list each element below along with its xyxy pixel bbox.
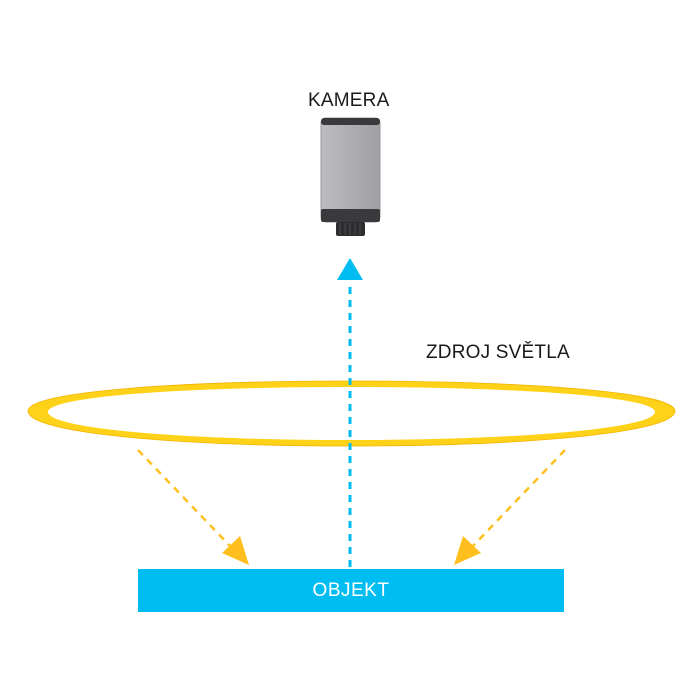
camera-label: KAMERA (308, 90, 390, 111)
light-source-label: ZDROJ SVĚTLA (426, 342, 570, 363)
light-ray-right (454, 449, 566, 565)
object-label: OBJEKT (312, 580, 390, 601)
arrow-down-diagonal-icon (222, 536, 249, 565)
object-box: OBJEKT (138, 569, 564, 612)
arrow-down-diagonal-icon (454, 536, 481, 565)
camera-icon (320, 117, 381, 236)
arrow-up-icon (337, 258, 363, 280)
camera-ray (337, 258, 363, 567)
light-ray-left (137, 449, 249, 565)
